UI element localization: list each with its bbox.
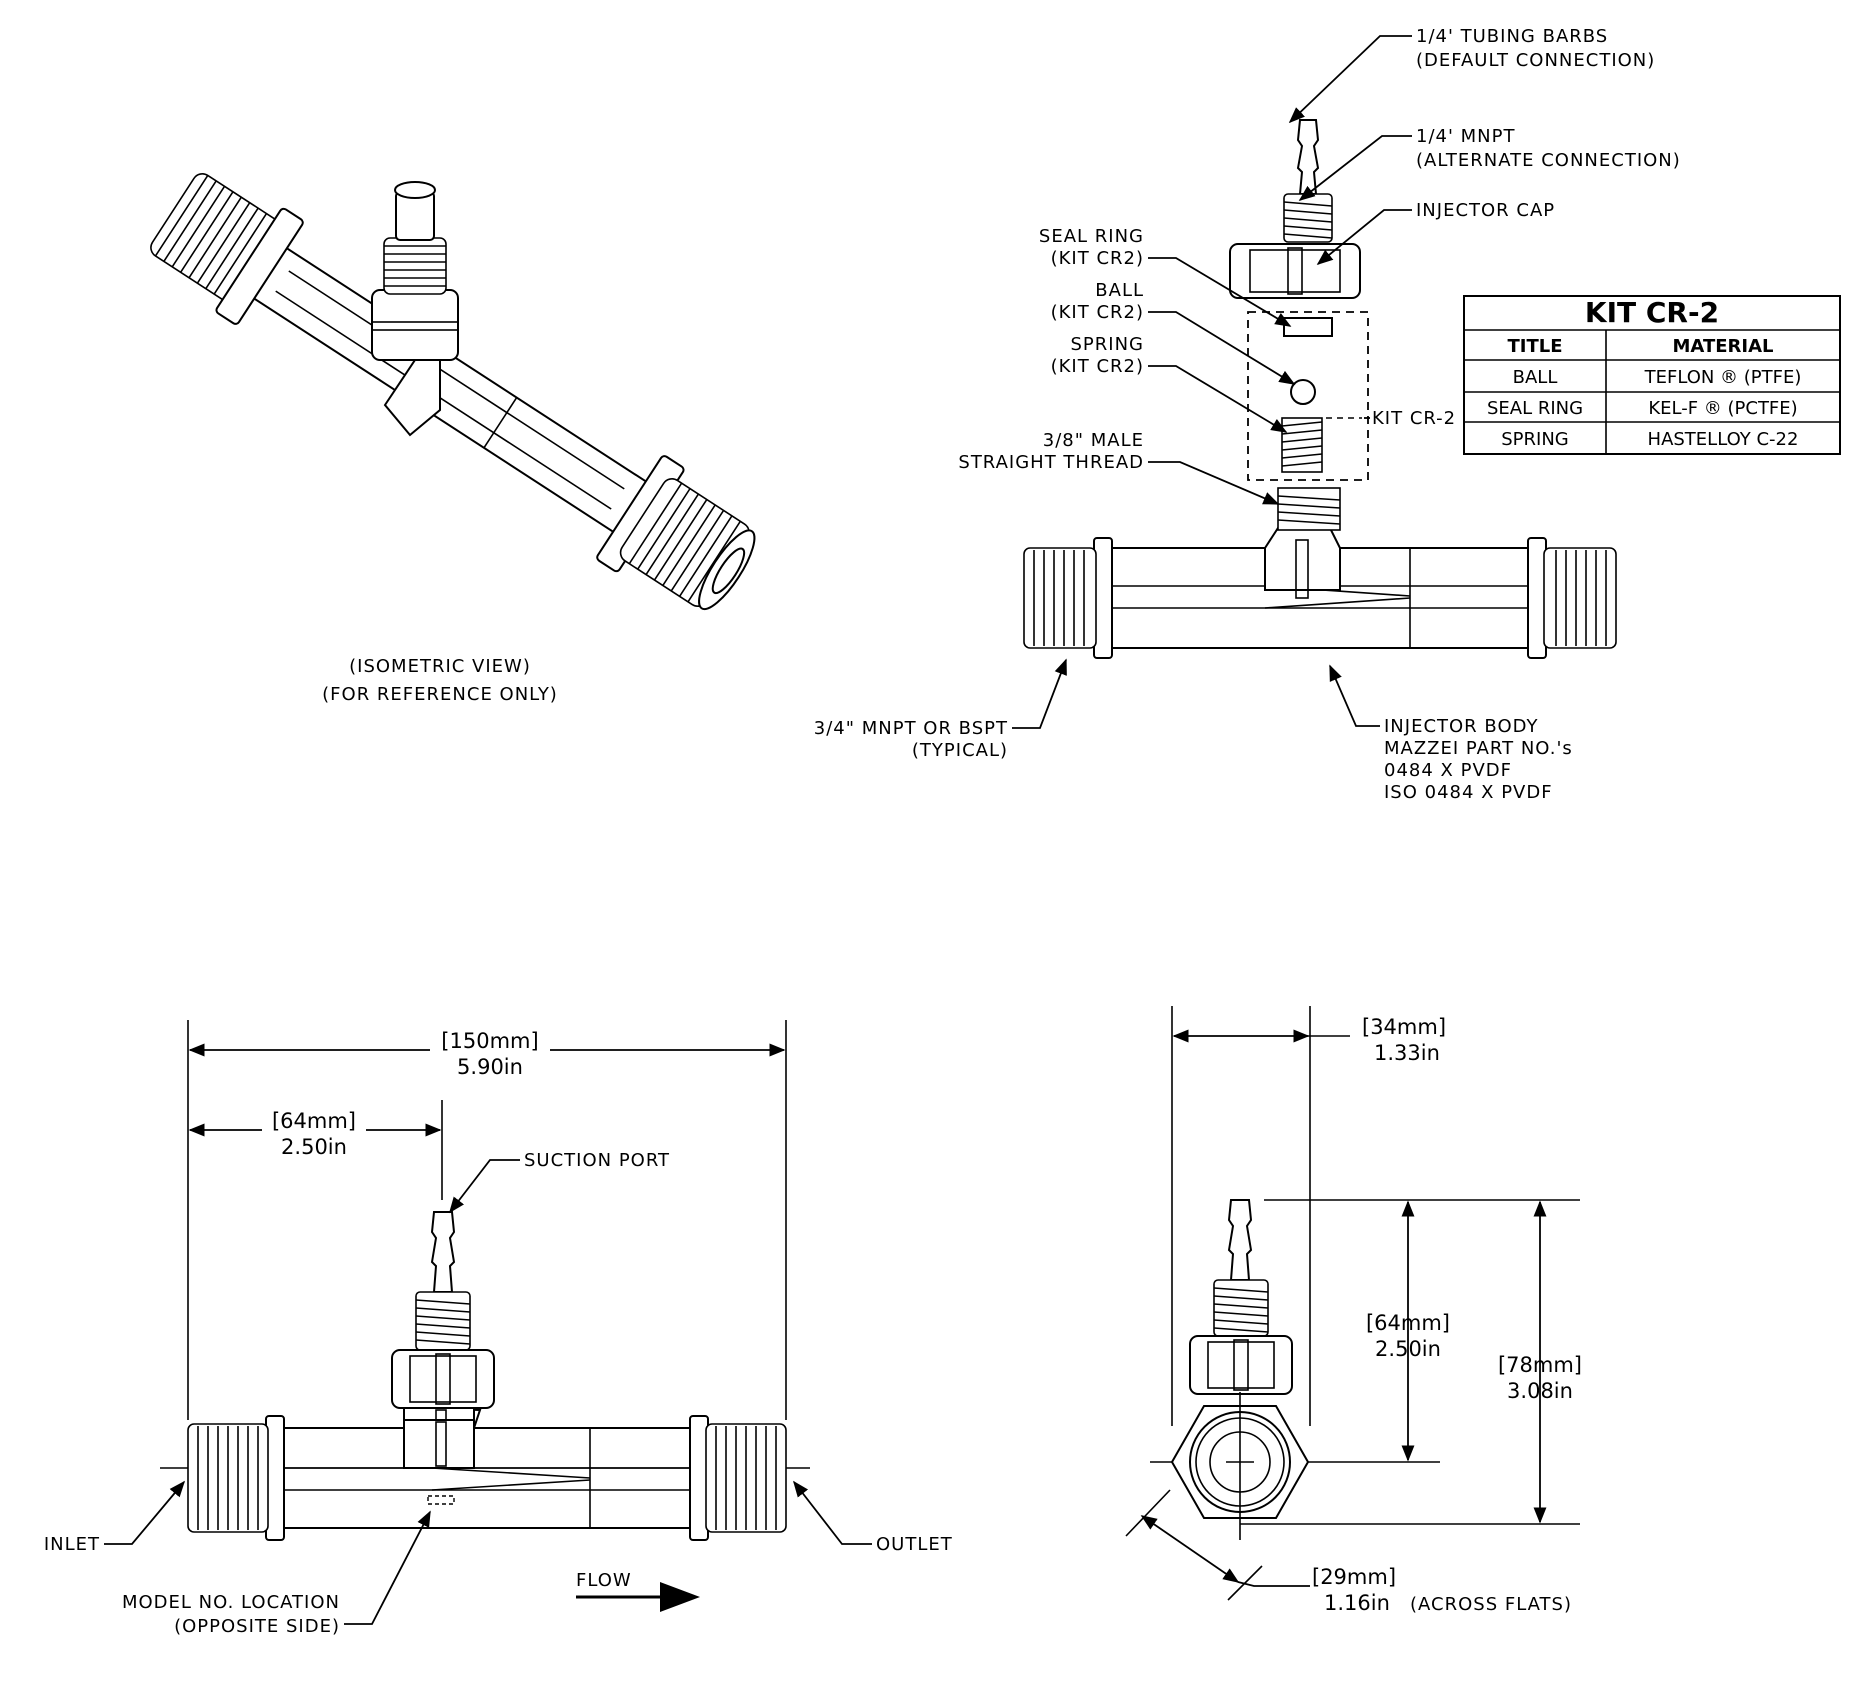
exploded-view: 1/4' TUBING BARBS (DEFAULT CONNECTION) 1…	[814, 26, 1681, 803]
front-view: [150mm] 5.90in [64mm] 2.50in	[44, 1020, 953, 1637]
total-height-mm: [78mm]	[1498, 1353, 1582, 1377]
injector-body-part-label: MAZZEI PART NO.'s	[1384, 738, 1573, 759]
kit-table-cell: KEL-F ® (PCTFE)	[1648, 398, 1797, 419]
outlet-label: OUTLET	[876, 1534, 953, 1555]
kit-cr2-box	[1247, 311, 1369, 481]
flats-note: (ACROSS FLATS)	[1410, 1594, 1572, 1615]
suction-port-label: SUCTION PORT	[524, 1150, 670, 1171]
kit-table-header-material: MATERIAL	[1673, 336, 1774, 357]
width-in: 1.33in	[1374, 1041, 1440, 1065]
ball-kit: (KIT CR2)	[1051, 302, 1144, 323]
port-offset-in: 2.50in	[281, 1135, 347, 1159]
total-height-in: 3.08in	[1507, 1379, 1573, 1403]
kit-table-cell: SEAL RING	[1487, 398, 1583, 419]
isometric-view: (ISOMETRIC VIEW) (FOR REFERENCE ONLY)	[150, 173, 756, 705]
body-thread-label: 3/4" MNPT OR BSPT	[814, 718, 1008, 739]
overall-length-in: 5.90in	[457, 1055, 523, 1079]
end-view: [34mm] 1.33in [64mm] 2.50in [78mm] 3.08i…	[1125, 1006, 1582, 1615]
mnpt-note: (ALTERNATE CONNECTION)	[1416, 150, 1681, 171]
spring-label: SPRING	[1070, 334, 1144, 355]
body-thread-note: (TYPICAL)	[912, 740, 1008, 761]
spring-kit: (KIT CR2)	[1051, 356, 1144, 377]
seal-ring-kit: (KIT CR2)	[1051, 248, 1144, 269]
kit-table-title: KIT CR-2	[1585, 296, 1719, 329]
kit-table-cell: BALL	[1513, 367, 1558, 388]
injector-cap-label: INJECTOR CAP	[1416, 200, 1555, 221]
port-height-mm: [64mm]	[1366, 1311, 1450, 1335]
male-thread-label: 3/8" MALE	[1043, 430, 1144, 451]
injector-body-part-2: ISO 0484 X PVDF	[1384, 782, 1553, 803]
port-offset-mm: [64mm]	[272, 1109, 356, 1133]
inlet-label: INLET	[44, 1534, 100, 1555]
kit-table-header-title: TITLE	[1507, 336, 1562, 357]
flats-mm: [29mm]	[1312, 1565, 1396, 1589]
port-height-in: 2.50in	[1375, 1337, 1441, 1361]
tubing-barbs-label: 1/4' TUBING BARBS	[1416, 26, 1608, 47]
kit-table-cell: HASTELLOY C-22	[1648, 429, 1799, 450]
kit-table: KIT CR-2 TITLE MATERIAL BALL TEFLON ® (P…	[1463, 295, 1841, 455]
flats-in: 1.16in	[1324, 1591, 1390, 1615]
iso-view-label: (ISOMETRIC VIEW)	[349, 656, 531, 677]
kit-table-cell: SPRING	[1501, 429, 1569, 450]
model-location-note: (OPPOSITE SIDE)	[174, 1616, 340, 1637]
iso-view-note: (FOR REFERENCE ONLY)	[322, 684, 558, 705]
ball-label: BALL	[1095, 280, 1144, 301]
injector-body-part-1: 0484 X PVDF	[1384, 760, 1512, 781]
flow-label: FLOW	[576, 1570, 632, 1591]
overall-length-mm: [150mm]	[441, 1029, 538, 1053]
width-mm: [34mm]	[1362, 1015, 1446, 1039]
kit-cr2-label: KIT CR-2	[1372, 408, 1456, 429]
injector-body-label: INJECTOR BODY	[1384, 716, 1539, 737]
mnpt-label: 1/4' MNPT	[1416, 126, 1515, 147]
seal-ring-label: SEAL RING	[1039, 226, 1144, 247]
model-location-label: MODEL NO. LOCATION	[122, 1592, 340, 1613]
tubing-barbs-note: (DEFAULT CONNECTION)	[1416, 50, 1655, 71]
male-thread-note: STRAIGHT THREAD	[958, 452, 1144, 473]
kit-table-cell: TEFLON ® (PTFE)	[1644, 367, 1802, 388]
